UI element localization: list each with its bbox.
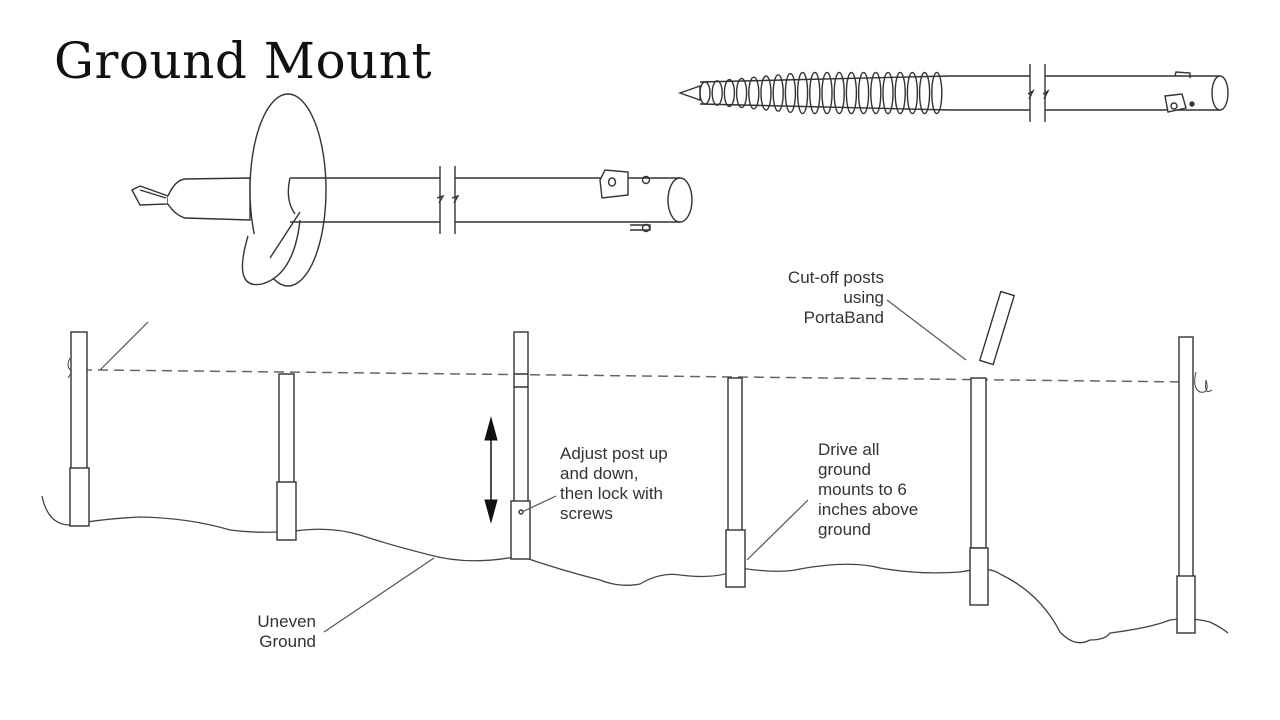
screw-thread: [748, 76, 760, 110]
post-6: [1176, 336, 1196, 634]
screw-thread: [857, 71, 870, 115]
screw-thread: [772, 74, 784, 112]
label-cutoff-posts: Cut-off posts using PortaBand: [787, 268, 884, 327]
screw-thread: [882, 71, 894, 115]
screw-thread: [918, 71, 931, 115]
screw-thread: [723, 78, 736, 108]
screw-thread: [870, 71, 882, 115]
screw-thread: [833, 71, 845, 115]
adjust-arrow-icon: [484, 416, 498, 524]
post-4: [725, 377, 746, 588]
screw-thread: [931, 71, 943, 115]
screw-thread: [711, 80, 723, 106]
page-title: Ground Mount: [54, 32, 433, 90]
helical-pile-illustration: [131, 93, 693, 287]
post-3: [510, 331, 531, 560]
post-2: [276, 373, 297, 541]
screw-thread: [809, 71, 821, 115]
screw-thread: [796, 71, 809, 115]
string-line: [82, 369, 1193, 383]
screw-thread: [735, 77, 748, 109]
post-5: [969, 377, 989, 606]
cutoff-piece: [978, 290, 1016, 366]
screw-thread: [821, 71, 833, 115]
post-1: [69, 331, 90, 527]
screw-thread: [906, 71, 919, 115]
label-uneven-ground: Uneven Ground: [257, 612, 316, 651]
screw-thread: [784, 72, 797, 114]
screw-thread: [699, 81, 711, 105]
screw-thread: [894, 71, 906, 115]
screw-thread: [845, 71, 858, 115]
label-adjust-post: Adjust post up and down, then lock with …: [560, 444, 668, 523]
uneven-ground-line: [41, 495, 1229, 644]
screw-pile-illustration: [677, 64, 1229, 122]
label-drive-mounts: Drive all ground mounts to 6 inches abov…: [818, 440, 919, 539]
screw-thread: [760, 75, 772, 111]
